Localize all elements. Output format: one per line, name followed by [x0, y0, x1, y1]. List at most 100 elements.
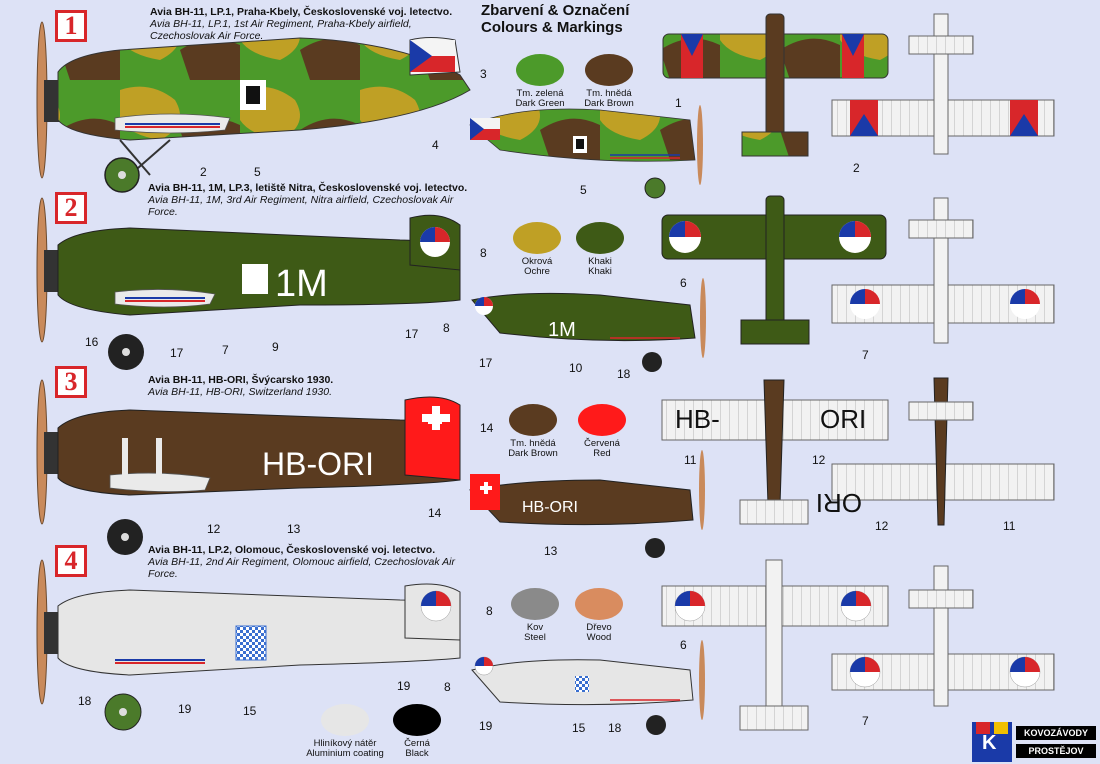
wing-registration-left: HB- [675, 404, 720, 434]
wing-registration-under-right: ORI [816, 488, 862, 518]
callout-number: 19 [397, 679, 411, 693]
callout-number: 7 [222, 343, 229, 357]
swatch-label-cz: Khaki [588, 256, 612, 267]
caption-en: Avia BH-11, 1M, 3rd Air Regiment, Nitra … [148, 194, 454, 218]
callout-number: 11 [684, 453, 697, 467]
swatch-label-en: Ochre [524, 266, 550, 277]
swatch-label-cz: Černá [404, 738, 430, 749]
swatch-label-en: Dark Brown [584, 98, 634, 109]
logo-line1: KOVOZÁVODY [1016, 726, 1096, 740]
aircraft-plan-view-4 [661, 559, 1055, 731]
colour-swatch: Tm. hnědá Dark Brown [569, 54, 649, 109]
caption-en: Avia BH-11, LP.1, 1st Air Regiment, Prah… [150, 18, 412, 42]
swatch-label-cz: Tm. hnědá [586, 88, 632, 99]
logo-line2: PROSTĚJOV [1016, 744, 1096, 758]
callout-number: 12 [812, 453, 826, 467]
page-title: Zbarvení & Označení Colours & Markings [481, 2, 629, 36]
scheme-number-badge: 4 [55, 545, 87, 577]
swatch-label-en: Dark Green [515, 98, 565, 109]
callout-number: 8 [486, 604, 493, 618]
swatch-label-cz: Tm. zelená [516, 88, 564, 99]
swatch-dot [575, 588, 623, 620]
colour-swatch: Hliníkový nátěr Aluminium coating [300, 704, 390, 759]
caption-en: Avia BH-11, 2nd Air Regiment, Olomouc ai… [148, 556, 455, 580]
callout-number: 7 [862, 714, 869, 728]
colour-swatch: Okrová Ochre [497, 222, 577, 277]
registration-code-large: 1M [275, 263, 328, 305]
aircraft-side-view-3 [36, 379, 461, 555]
swatch-dot [321, 704, 369, 736]
callout-number: 8 [443, 321, 450, 335]
manufacturer-logo: K KOVOZÁVODY PROSTĚJOV [972, 722, 1098, 762]
callout-number: 13 [287, 522, 301, 536]
callout-number: 4 [432, 138, 439, 152]
swatch-dot [511, 588, 559, 620]
wing-registration-right: ORI [820, 404, 866, 434]
title-en: Colours & Markings [481, 19, 623, 36]
aircraft-plan-view-2 [661, 195, 1055, 345]
swatch-label-cz: Dřevo [586, 622, 612, 633]
callout-number: 12 [207, 522, 221, 536]
swatch-label-en: Wood [586, 632, 612, 643]
callout-number: 17 [170, 346, 184, 360]
swatch-label-cz: Červená [584, 438, 620, 449]
callout-number: 15 [243, 704, 257, 718]
swatch-label-en: Steel [524, 632, 546, 643]
callout-number: 1 [675, 96, 682, 110]
callout-number: 16 [85, 335, 99, 349]
scheme-caption: Avia BH-11, LP.1, Praha-Kbely, Českoslov… [150, 6, 470, 42]
title-cz: Zbarvení & Označení [481, 2, 630, 19]
scheme-caption: Avia BH-11, 1M, LP.3, letiště Nitra, Čes… [148, 182, 478, 218]
colour-swatch: Červená Red [562, 404, 642, 459]
aircraft-side-view-1-small [469, 105, 703, 199]
callout-number: 2 [200, 165, 207, 179]
logo-emblem: K [972, 722, 1012, 762]
colour-swatch: Khaki Khaki [560, 222, 640, 277]
aircraft-plan-view-1 [662, 13, 1055, 157]
callout-number: 14 [480, 421, 494, 435]
swatch-dot [509, 404, 557, 436]
registration-code-small: HB-ORI [522, 499, 578, 516]
callout-number: 11 [1003, 519, 1016, 533]
swatch-dot [576, 222, 624, 254]
callout-number: 17 [405, 327, 419, 341]
colour-swatch: Tm. zelená Dark Green [500, 54, 580, 109]
caption-cz: Avia BH-11, LP.1, Praha-Kbely, Českoslov… [150, 6, 453, 18]
callout-number: 14 [428, 506, 442, 520]
callout-number: 13 [544, 544, 558, 558]
colour-swatch: Černá Black [377, 704, 457, 759]
callout-number: 15 [572, 721, 586, 735]
swatch-dot [513, 222, 561, 254]
registration-code-large: HB-ORI [262, 446, 374, 482]
swatch-label-cz: Tm. hnědá [510, 438, 556, 449]
callout-number: 3 [480, 67, 487, 81]
aircraft-side-view-2 [36, 197, 461, 370]
callout-number: 17 [479, 356, 493, 370]
caption-cz: Avia BH-11, HB-ORI, Švýcarsko 1930. [148, 374, 334, 386]
callout-number: 19 [479, 719, 493, 733]
callout-number: 18 [608, 721, 622, 735]
swatch-label-en: Dark Brown [508, 448, 558, 459]
scheme-caption: Avia BH-11, LP.2, Olomouc, Československ… [148, 544, 478, 580]
scheme-caption: Avia BH-11, HB-ORI, Švýcarsko 1930. Avia… [148, 374, 478, 398]
callout-number: 8 [444, 680, 451, 694]
callout-number: 8 [480, 246, 487, 260]
callout-number: 6 [680, 276, 687, 290]
callout-number: 19 [178, 702, 192, 716]
swatch-label-cz: Okrová [521, 256, 553, 267]
scheme-number-badge: 2 [55, 192, 87, 224]
scheme-number-badge: 3 [55, 366, 87, 398]
colour-swatch: Dřevo Wood [559, 588, 639, 643]
callout-number: 7 [862, 348, 869, 362]
caption-cz: Avia BH-11, 1M, LP.3, letiště Nitra, Čes… [148, 182, 468, 194]
callout-number: 18 [78, 694, 92, 708]
callout-number: 12 [875, 519, 889, 533]
aircraft-side-view-4 [36, 559, 461, 731]
caption-cz: Avia BH-11, LP.2, Olomouc, Československ… [148, 544, 436, 556]
aircraft-plan-view-3 [661, 377, 1055, 526]
callout-number: 18 [617, 367, 631, 381]
colour-swatch: Kov Steel [495, 588, 575, 643]
callout-number: 5 [580, 183, 587, 197]
scheme-number-badge: 1 [55, 10, 87, 42]
